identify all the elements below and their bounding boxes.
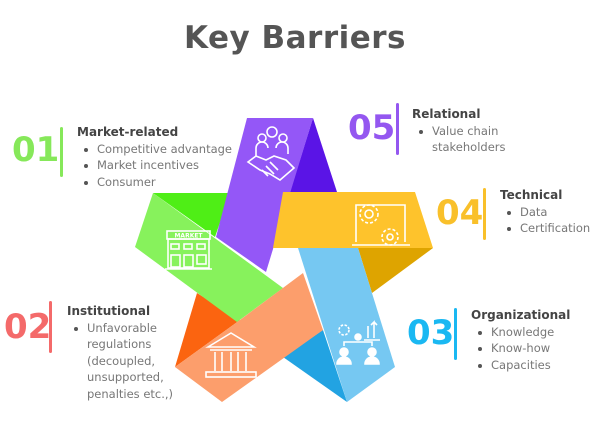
barrier-institutional: Institutional Unfavorable regulations (d… (67, 303, 182, 402)
barrier-organizational: Organizational Knowledge Know-how Capaci… (471, 307, 570, 373)
market-icon: MARKET (165, 230, 212, 270)
list-item: Know-how (477, 340, 570, 357)
list-item: Competitive advantage (83, 141, 233, 156)
barrier-heading: Institutional (67, 304, 151, 318)
divider-bar (454, 308, 457, 360)
barrier-number-05: 05 (348, 108, 396, 148)
list-item: Value chain stakeholders (419, 123, 527, 156)
list-item: Market incentives (83, 157, 232, 174)
barrier-list: Unfavorable regulations (decoupled, unsu… (67, 320, 182, 403)
barrier-number-02: 02 (4, 307, 52, 347)
barrier-technical: Technical Data Certification (500, 187, 590, 237)
list-item: Capacities (477, 357, 570, 374)
barrier-list: Data Certification (500, 204, 590, 237)
barrier-market-related: Market-related Competitive advantage Mar… (77, 124, 232, 190)
handshake-icon (246, 126, 296, 181)
divider-bar (49, 301, 52, 353)
market-sign-text: MARKET (174, 233, 203, 240)
blue-fold (283, 330, 347, 402)
list-item: Data (506, 204, 590, 221)
barrier-heading: Technical (500, 188, 563, 202)
purple-fold (290, 118, 337, 192)
green-fold (153, 193, 230, 237)
list-item: Unfavorable regulations (decoupled, unsu… (74, 320, 182, 403)
list-item: Consumer (83, 174, 232, 191)
list-item: Certification (506, 221, 591, 235)
barrier-heading: Organizational (471, 308, 571, 322)
barrier-number-03: 03 (407, 313, 455, 353)
bank-icon (205, 332, 257, 378)
barrier-list: Knowledge Know-how Capacities (471, 324, 570, 374)
barrier-heading: Market-related (77, 125, 179, 139)
page-title: Key Barriers (183, 20, 407, 56)
purple-band (216, 118, 313, 272)
barrier-number-04: 04 (436, 193, 484, 233)
list-item: Knowledge (477, 324, 570, 341)
divider-bar (60, 127, 63, 177)
yellow-band (273, 192, 433, 248)
barrier-relational: Relational Value chain stakeholders (412, 106, 527, 156)
barrier-list: Value chain stakeholders (412, 123, 527, 156)
barrier-number-01: 01 (12, 130, 60, 170)
laptop-gears-icon (352, 204, 410, 246)
orange-band (175, 273, 323, 402)
barrier-list: Competitive advantage Market incentives … (77, 141, 232, 191)
barrier-heading: Relational (412, 107, 481, 121)
divider-bar (483, 188, 486, 240)
yellow-fold (358, 248, 433, 293)
divider-bar (396, 103, 399, 155)
organization-icon (336, 320, 380, 365)
